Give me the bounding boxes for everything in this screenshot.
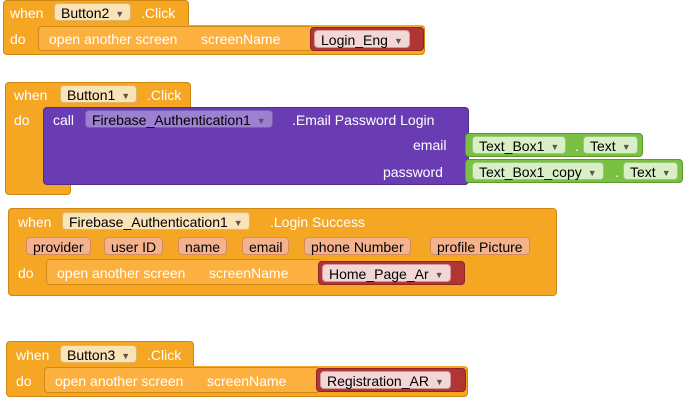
chevron-down-icon: ▼	[434, 270, 444, 280]
call-keyword: call	[53, 112, 75, 128]
component-dropdown[interactable]: Button3▼	[60, 345, 138, 363]
component-dropdown[interactable]: Button1▼	[60, 85, 138, 103]
property-separator: .	[575, 138, 579, 154]
when-keyword: when	[14, 87, 48, 103]
screen-name-label: screenName	[201, 31, 281, 47]
email-property-dropdown[interactable]: Text▼	[583, 136, 638, 154]
do-keyword: do	[14, 112, 30, 128]
do-keyword: do	[18, 265, 34, 281]
screen-dropdown[interactable]: Registration_AR▼	[320, 371, 451, 389]
when-keyword: when	[16, 347, 50, 363]
chevron-down-icon: ▼	[550, 142, 560, 152]
property-separator: .	[615, 164, 619, 180]
screen-dropdown[interactable]: Login_Eng▼	[314, 30, 410, 48]
call-method-name: .Email Password Login	[292, 112, 435, 128]
chevron-down-icon: ▼	[621, 142, 631, 152]
event-name: .Click	[147, 347, 182, 363]
when-keyword: when	[10, 5, 44, 21]
open-another-screen-block[interactable]	[46, 259, 322, 285]
do-keyword: do	[16, 373, 32, 389]
call-component-dropdown[interactable]: Firebase_Authentication1▼	[85, 110, 273, 128]
password-component-dropdown[interactable]: Text_Box1_copy▼	[472, 162, 604, 180]
screen-name-label: screenName	[207, 373, 287, 389]
chevron-down-icon: ▼	[115, 9, 125, 19]
chevron-down-icon: ▼	[256, 116, 266, 126]
event-param-provider[interactable]: provider	[26, 237, 91, 255]
open-another-screen-block[interactable]	[44, 367, 320, 393]
event-name: .Click	[141, 5, 176, 21]
open-screen-label: open another screen	[55, 373, 184, 389]
chevron-down-icon: ▼	[233, 218, 243, 228]
event-name: .Login Success	[270, 214, 365, 230]
event-param-phone-number[interactable]: phone Number	[304, 237, 411, 255]
password-param-label: password	[383, 164, 443, 180]
email-component-dropdown[interactable]: Text_Box1▼	[472, 136, 567, 154]
component-dropdown[interactable]: Firebase_Authentication1▼	[62, 212, 250, 230]
open-another-screen-block[interactable]	[38, 26, 314, 51]
chevron-down-icon: ▼	[661, 168, 671, 178]
chevron-down-icon: ▼	[121, 91, 131, 101]
password-property-dropdown[interactable]: Text▼	[623, 162, 678, 180]
when-keyword: when	[18, 214, 52, 230]
chevron-down-icon: ▼	[121, 351, 131, 361]
event-param-user-id[interactable]: user ID	[104, 237, 164, 255]
event-name: .Click	[147, 87, 182, 103]
open-screen-label: open another screen	[57, 265, 186, 281]
screen-name-label: screenName	[209, 265, 289, 281]
chevron-down-icon: ▼	[587, 168, 597, 178]
email-param-label: email	[413, 137, 447, 153]
component-dropdown[interactable]: Button2▼	[54, 3, 132, 21]
open-screen-label: open another screen	[49, 31, 178, 47]
chevron-down-icon: ▼	[434, 377, 444, 387]
screen-dropdown[interactable]: Home_Page_Ar▼	[322, 264, 451, 282]
do-keyword: do	[10, 31, 26, 47]
event-param-profile-picture[interactable]: profile Picture	[430, 237, 530, 255]
chevron-down-icon: ▼	[393, 36, 403, 46]
event-param-email[interactable]: email	[242, 237, 290, 255]
event-param-name[interactable]: name	[178, 237, 228, 255]
